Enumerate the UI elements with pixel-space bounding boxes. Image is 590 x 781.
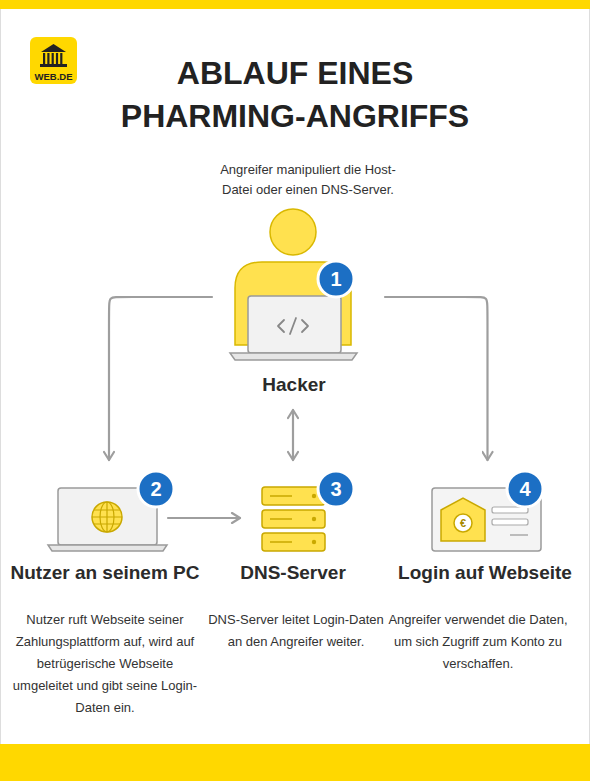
diagram-title: ABLAUF EINES PHARMING-ANGRIFFS [95,52,495,138]
node-heading: Hacker [208,373,381,397]
node-heading: Login auf Webseite [385,561,585,585]
hacker-figure [230,209,357,360]
server-slot [270,496,292,542]
login-button-line [510,534,528,536]
logo-column [52,53,54,64]
node-body: Nutzer ruft Webseite seiner Zahlungsplat… [10,609,200,719]
logo-column [47,53,49,64]
node-heading: Nutzer an seinem PC [0,561,220,585]
euro-coin [454,514,472,532]
currency-symbol: € [455,516,471,530]
top-bar [0,0,590,9]
input-field [492,519,528,525]
node-body: DNS-Server leitet Login-Daten an den Ang… [206,609,386,653]
logo [30,37,77,84]
connector-arrow [385,297,488,460]
logo-column [60,53,62,64]
badge-circle [318,471,354,507]
connector-arrow [292,410,294,460]
server-led [312,540,316,544]
illustration-node: Angreifer manipuliert die Host-Datei ode… [212,205,385,410]
badge-circle [138,471,174,507]
bottom-bar [0,744,590,781]
laptop-screen [248,296,341,353]
callout-number: 1 [321,267,351,291]
badge-circle [318,261,354,297]
server-led [312,494,316,498]
illustration-node: Nutzer an seinem PCNutzer ruft Webseite … [50,460,168,555]
callout-number: 4 [510,477,540,501]
illustration-node: DNS-ServerDNS-Server leitet Login-Daten … [240,460,346,555]
badge-circle [507,471,543,507]
connector-arrow [109,297,212,460]
description-text: Angreifer manipuliert die Host-Datei ode… [206,160,411,200]
logo-base [40,64,67,67]
callout-number: 2 [141,477,171,501]
hacker-head [270,209,316,255]
laptop-base [48,545,167,551]
bank-building [441,498,485,541]
callout-number: 3 [321,477,351,501]
globe-symbol [92,502,122,532]
node-heading: DNS-Server [193,561,393,585]
logo-text: WEB.DE [31,71,77,82]
code-symbol [278,318,308,334]
logo-column [56,53,58,64]
illustration-node: Login auf WebseiteAngreifer verwendet di… [430,460,545,555]
node-body: Angreifer verwendet die Daten, um sich Z… [388,609,568,675]
logo-roof [41,44,66,52]
connector-arrow [168,517,240,519]
laptop-base [230,353,357,360]
globe-lines [92,502,122,532]
logo-column [43,53,45,64]
logo-square [30,37,77,84]
server-led [312,517,316,521]
server-icon [262,487,325,551]
